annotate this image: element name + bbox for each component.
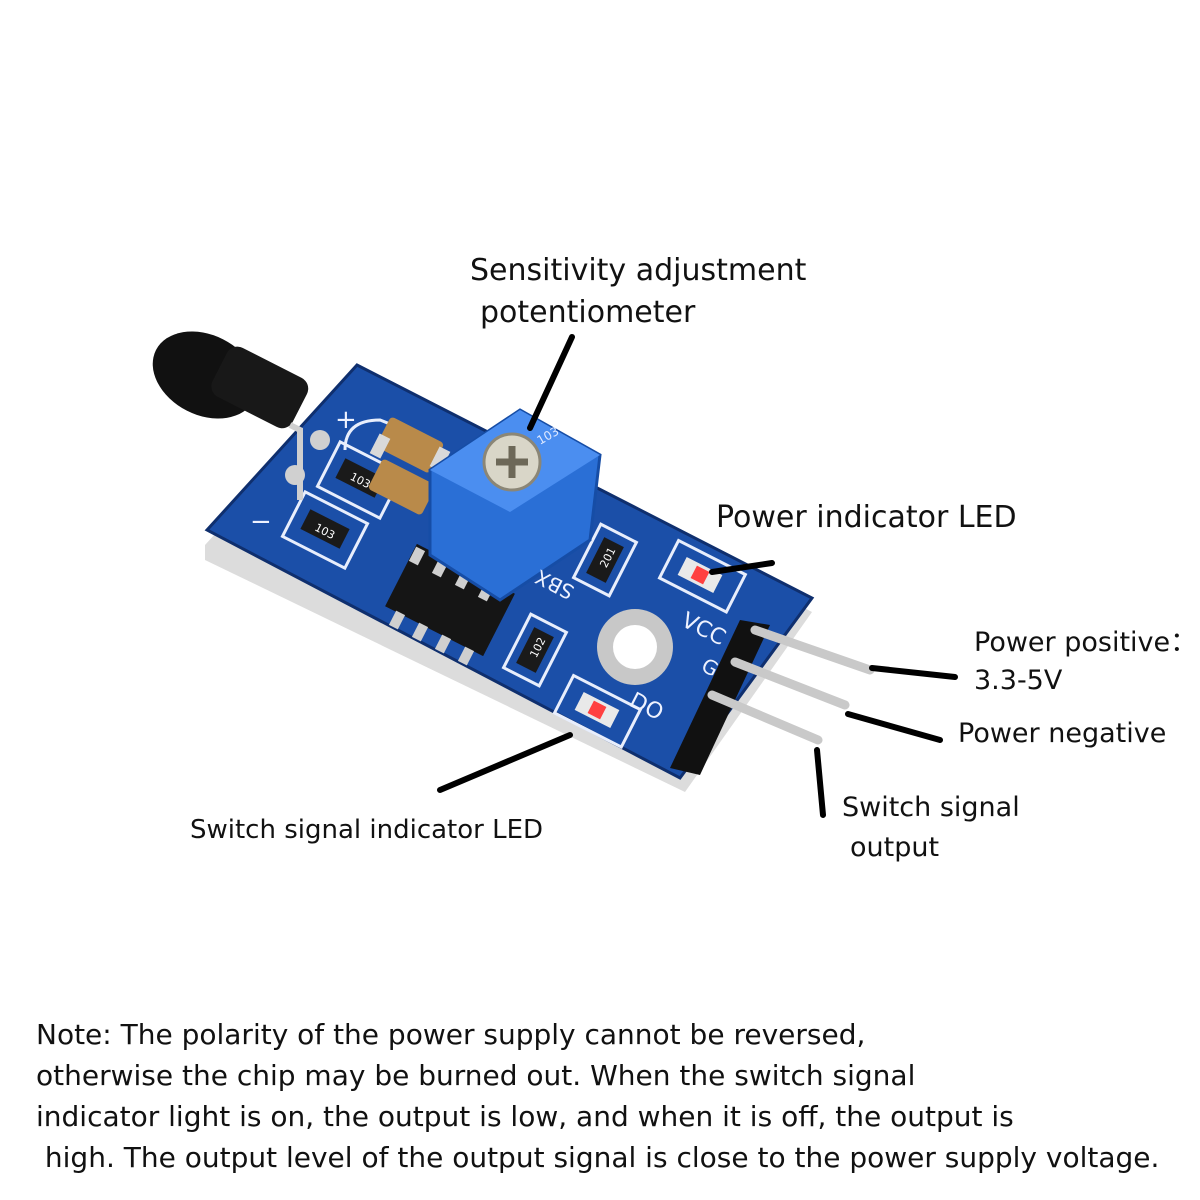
flame-sensor-bulb — [152, 331, 330, 500]
leader-lines — [437, 334, 958, 818]
silk-plus: + — [335, 405, 357, 435]
label-potentiometer-line-1: Sensitivity adjustment — [470, 253, 807, 288]
label-power-positive-line-2: 3.3-5V — [974, 665, 1063, 696]
note-line-1: Note: The polarity of the power supply c… — [36, 1018, 866, 1051]
label-power-led: Power indicator LED — [716, 500, 1017, 535]
leader-switch-led — [437, 732, 573, 793]
silk-minus: − — [250, 507, 272, 537]
label-potentiometer: Sensitivity adjustment potentiometer — [470, 250, 806, 334]
leader-power-positive — [869, 665, 958, 680]
leader-potentiometer — [527, 334, 575, 431]
leader-power-led — [709, 560, 775, 575]
pin-header — [670, 620, 875, 775]
label-power-positive-line-1: Power positive： — [974, 627, 1198, 658]
silkscreen-text: + − VCC G DO SBX 103 103 201 102 103 — [250, 405, 729, 726]
label-power-negative: Power negative — [958, 718, 1167, 749]
power-indicator-led — [677, 557, 723, 593]
smd-capacitors — [368, 417, 451, 515]
label-potentiometer-line-2: potentiometer — [480, 295, 696, 330]
sensor-module-illustration: + − VCC G DO SBX 103 103 201 102 103 — [152, 331, 958, 818]
polarity-note: Note: The polarity of the power supply c… — [36, 1014, 1186, 1178]
label-power-positive: Power positive： 3.3-5V — [974, 624, 1197, 700]
note-line-4: high. The output level of the output sig… — [36, 1141, 1160, 1174]
leader-power-negative — [845, 711, 943, 743]
silkscreen-outlines — [280, 418, 748, 749]
note-line-3: indicator light is on, the output is low… — [36, 1100, 1014, 1133]
switch-signal-led — [574, 692, 620, 728]
sensitivity-potentiometer — [428, 408, 602, 602]
mounting-hole — [597, 609, 673, 685]
label-switch-output: Switch signal output — [842, 788, 1020, 868]
label-switch-led: Switch signal indicator LED — [190, 815, 544, 845]
label-switch-output-line-1: Switch signal — [842, 792, 1020, 823]
label-switch-output-line-2: output — [850, 832, 940, 863]
note-line-2: otherwise the chip may be burned out. Wh… — [36, 1059, 916, 1092]
leader-switch-output — [814, 747, 826, 818]
